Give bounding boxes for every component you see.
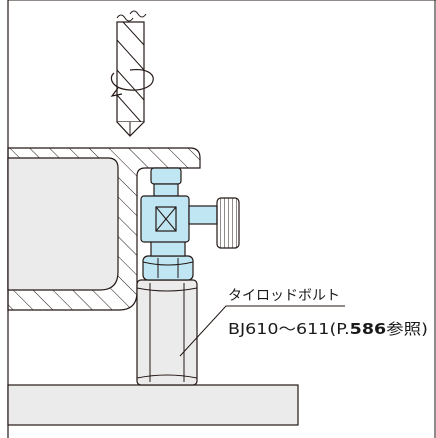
part-name-label: タイロッドボルト: [228, 288, 340, 304]
valve-icon: [140, 167, 218, 257]
rotation-arrow-icon: [110, 69, 154, 97]
drill-bit-icon: [116, 10, 147, 137]
workpiece-section: [7, 147, 201, 311]
tie-rod-bolt: [136, 279, 198, 386]
part-ref-prefix: BJ610〜611(P.: [228, 320, 350, 338]
ground-base: [7, 384, 299, 426]
hex-nut: [142, 255, 194, 281]
leader-line: [179, 305, 345, 357]
knurled-knob-icon: [216, 197, 240, 249]
part-ref-suffix: 参照): [386, 320, 428, 338]
part-ref-page: 586: [350, 320, 387, 338]
